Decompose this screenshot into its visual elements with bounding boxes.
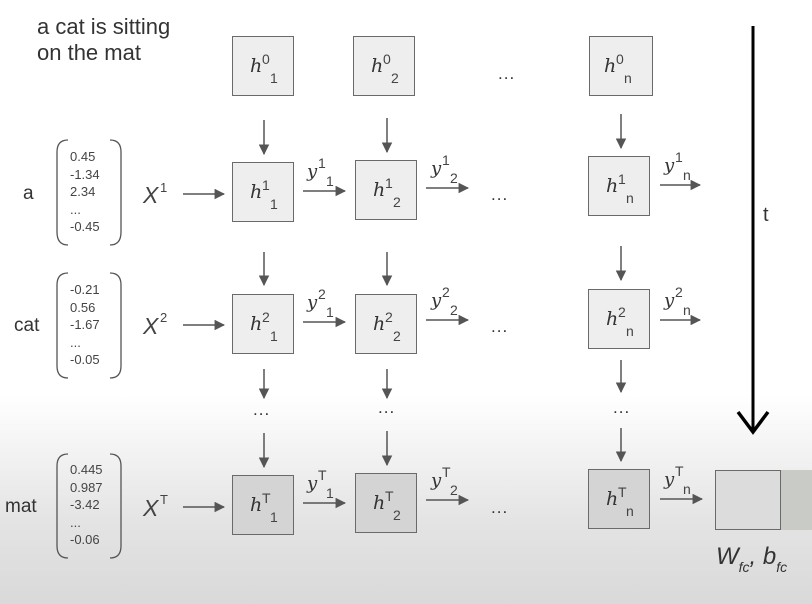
output-y1-n: y 1 n [664,149,691,183]
output-yT-n: y T n [664,463,691,497]
hidden-state-h0-1: h 0 1 [232,36,294,96]
output-y1-2: y 1 2 [431,152,458,186]
ellipsis-row-T: ... [491,498,509,517]
ellipsis-row-0: ... [498,64,516,83]
ellipsis-row-1: ... [491,185,509,204]
vector-cat: -0.21 0.56 -1.67 ... -0.05 [70,282,100,367]
time-label: t [763,204,769,226]
overlay-edge [781,470,812,530]
output-y2-1: y 2 1 [307,286,334,320]
hidden-state-h0-2: h 0 2 [353,36,415,96]
ellipsis-row-2: ... [491,317,509,336]
fc-params-label: Wfc, bfc [716,543,788,575]
hidden-state-h1-2: h 1 2 [355,160,417,220]
hidden-state-h2-n: h 2 n [588,289,650,349]
vector-brackets [56,139,122,559]
hidden-state-h2-2: h 2 2 [355,294,417,354]
caption: a cat is sitting on the mat [37,14,170,66]
output-y1-1: y 1 1 [307,155,334,189]
hidden-state-h0-n: h 0 n [589,36,653,96]
output-y2-n: y 2 n [664,284,691,318]
caption-line-2: on the mat [37,40,141,65]
word-a: a [23,183,34,204]
word-mat: mat [5,496,37,517]
fc-layer-box [715,470,781,530]
hidden-state-hT-1: h T 1 [232,475,294,535]
ellipsis-col-1: ... [253,400,271,419]
ellipsis-col-2: ... [378,398,396,417]
time-arrow-head [736,410,770,435]
hidden-state-hT-n: h T n [588,469,650,529]
output-y2-2: y 2 2 [431,284,458,318]
output-yT-1: y T 1 [307,467,334,501]
vector-a: 0.45 -1.34 2.34 ... -0.45 [70,149,100,234]
vector-mat: 0.445 0.987 -3.42 ... -0.06 [70,462,103,547]
hidden-state-h2-1: h 2 1 [232,294,294,354]
output-yT-2: y T 2 [431,464,458,498]
word-cat: cat [14,315,40,336]
hidden-state-h1-n: h 1 n [588,156,650,216]
hidden-state-hT-2: h T 2 [355,473,417,533]
caption-line-1: a cat is sitting [37,14,171,39]
hidden-state-h1-1: h 1 1 [232,162,294,222]
ellipsis-col-n: ... [613,398,631,417]
